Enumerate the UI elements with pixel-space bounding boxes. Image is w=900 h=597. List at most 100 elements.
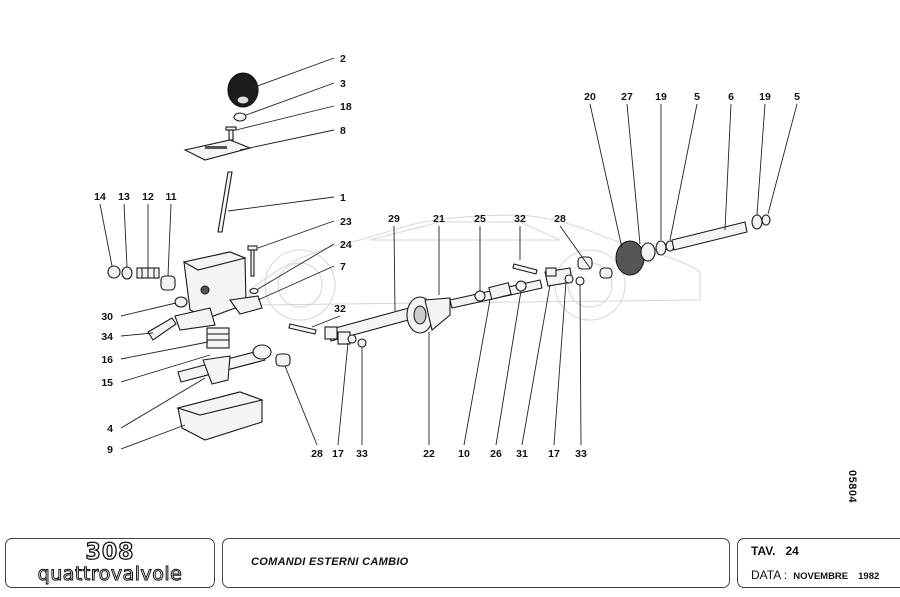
- callout-label: 5: [794, 91, 800, 103]
- selector-rod-4: [177, 344, 272, 385]
- callout-label: 34: [101, 331, 113, 343]
- gear-knob: [227, 72, 259, 108]
- callout-label: 28: [554, 213, 566, 225]
- description-panel: COMANDI ESTERNI CAMBIO: [222, 538, 730, 588]
- diagram-title: COMANDI ESTERNI CAMBIO: [251, 556, 409, 568]
- washer-17-left: [347, 334, 357, 344]
- leader-line-3: [245, 82, 335, 116]
- date-year: 1982: [858, 571, 880, 582]
- callout-label: 23: [340, 216, 352, 228]
- nut-33-right: [575, 276, 585, 286]
- callout-label: 5: [694, 91, 700, 103]
- washer-19-a: [655, 240, 667, 256]
- leader-line-27: [626, 103, 641, 245]
- callout-label: 26: [490, 448, 502, 460]
- drawing-reference-number: 05804: [846, 470, 858, 504]
- ring-27: [640, 242, 656, 262]
- screw-18: [225, 126, 237, 141]
- plunger-11: [160, 275, 176, 291]
- leader-line-4: [120, 377, 206, 429]
- disc-13: [121, 266, 133, 280]
- callout-label: 3: [340, 78, 346, 90]
- variant-logo: quattrovalvole: [37, 563, 183, 586]
- leader-line-7: [257, 265, 335, 301]
- callout-label: 13: [118, 191, 130, 203]
- callout-label: 29: [388, 213, 400, 225]
- sleeve-10: [488, 282, 512, 300]
- nut-26: [515, 280, 527, 292]
- callout-label: 24: [340, 239, 352, 251]
- table-number: 24: [785, 544, 799, 558]
- leader-line-28: [559, 225, 591, 269]
- knob-nut: [233, 112, 247, 122]
- logo-panel: 308 quattrovalvole: [5, 538, 215, 588]
- leader-line-28: [284, 365, 318, 446]
- flange-boot-21-22: [406, 296, 451, 334]
- callout-label: 17: [548, 448, 560, 460]
- leader-line-9: [120, 424, 186, 450]
- leader-line-32: [311, 315, 341, 328]
- callout-label: 4: [107, 423, 113, 435]
- leader-line-16: [120, 341, 209, 360]
- leader-line-30: [120, 302, 177, 317]
- leader-line-10: [463, 299, 491, 446]
- callout-label: 28: [311, 448, 323, 460]
- callout-label: 18: [340, 101, 352, 113]
- leader-line-33: [579, 284, 582, 446]
- shaft-6: [671, 221, 748, 251]
- leader-line-14: [99, 203, 113, 267]
- callout-label: 25: [474, 213, 486, 225]
- leader-line-26: [495, 290, 522, 446]
- leader-line-17: [553, 281, 567, 446]
- callout-label: 19: [759, 91, 771, 103]
- washer-19-b: [751, 214, 763, 230]
- callout-label: 27: [621, 91, 633, 103]
- leader-line-34: [120, 332, 154, 337]
- leader-line-31: [521, 284, 551, 446]
- bushing-28-right: [577, 256, 613, 279]
- base-support-9: [176, 391, 264, 441]
- callout-label: 11: [165, 191, 176, 203]
- callout-label: 9: [107, 444, 113, 456]
- ring-14: [107, 265, 121, 279]
- leader-line-24: [257, 243, 335, 290]
- bushing-28-left: [275, 353, 291, 367]
- leader-line-29: [393, 225, 396, 312]
- leader-line-8: [239, 129, 335, 151]
- callout-label: 22: [423, 448, 435, 460]
- callout-label: 10: [458, 448, 470, 460]
- callout-label: 32: [334, 303, 346, 315]
- table-number-row: TAV.24: [751, 544, 799, 558]
- bolt-23: [247, 245, 258, 277]
- callout-label: 19: [655, 91, 667, 103]
- washer-30: [174, 296, 188, 308]
- callout-label: 12: [142, 191, 154, 203]
- lever-housing: [174, 251, 263, 331]
- leader-line-11: [167, 203, 172, 277]
- leader-line-5: [669, 103, 698, 241]
- callout-label: 8: [340, 125, 346, 137]
- bolt-32-left: [288, 323, 317, 335]
- leader-line-2: [251, 57, 335, 89]
- callout-label: 7: [340, 261, 346, 273]
- nut-25: [474, 290, 486, 302]
- gear-lever: [217, 171, 233, 233]
- washer-24: [249, 287, 259, 295]
- callout-label: 15: [101, 377, 113, 389]
- boot-20: [615, 240, 645, 276]
- callout-label: 33: [356, 448, 368, 460]
- callout-label: 30: [101, 311, 113, 323]
- washer-17-right: [564, 274, 574, 284]
- callout-label: 31: [516, 448, 528, 460]
- callout-label: 1: [340, 192, 346, 204]
- callout-label: 21: [433, 213, 445, 225]
- leader-line-23: [257, 220, 335, 249]
- bolt-32-middle: [512, 263, 538, 275]
- spring-12: [136, 267, 160, 279]
- leader-line-15: [120, 354, 211, 383]
- leader-line-6: [724, 103, 732, 231]
- callout-label: 14: [94, 191, 106, 203]
